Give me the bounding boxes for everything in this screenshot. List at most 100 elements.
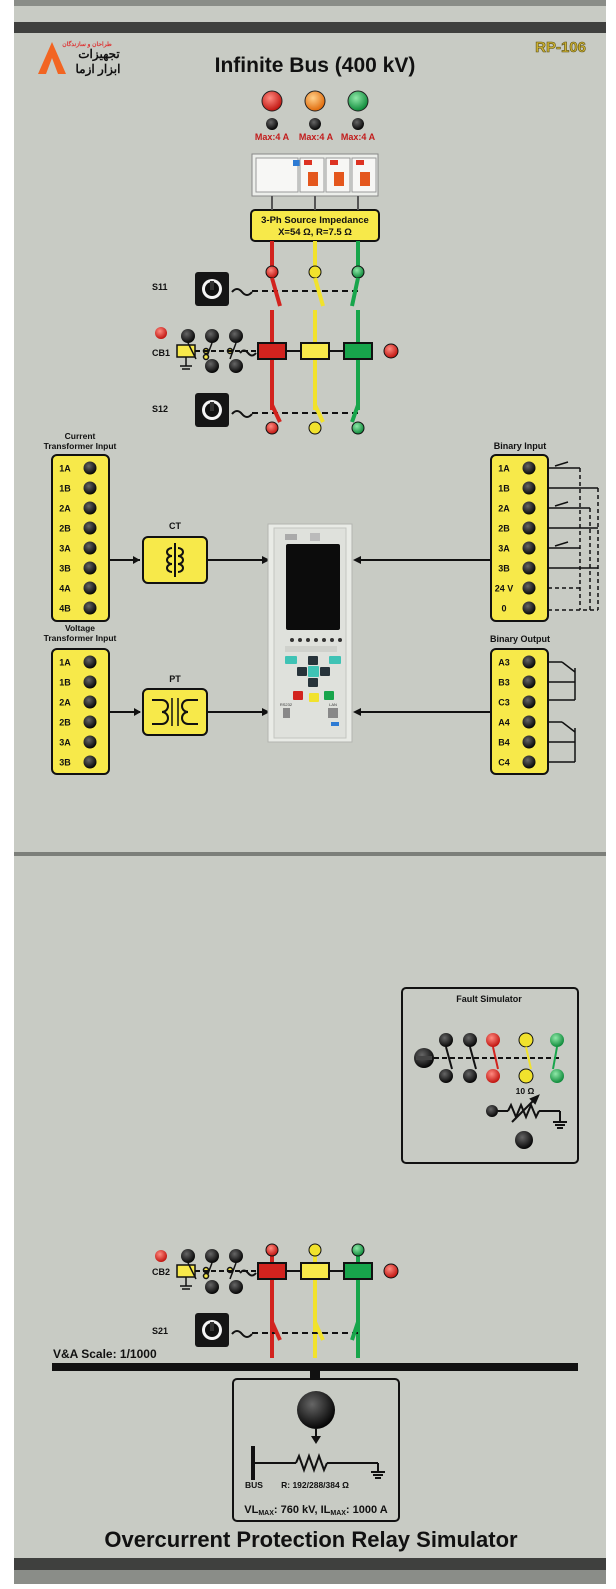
binary-input-block	[490, 454, 549, 622]
binary-output-terminal-socket[interactable]	[522, 755, 536, 769]
fault-selector-knob[interactable]	[414, 1048, 434, 1068]
s12-rotary-switch[interactable]	[195, 393, 229, 427]
cb2-pole-yellow[interactable]	[300, 1262, 330, 1280]
binary-output-terminal-socket[interactable]	[522, 695, 536, 709]
vt-terminal-socket[interactable]	[83, 695, 97, 709]
orange-lamp	[304, 90, 326, 112]
binary-input-terminal-label: 3A	[498, 544, 510, 554]
binary-output-terminal-socket[interactable]	[522, 655, 536, 669]
binary-output-terminal-socket[interactable]	[522, 675, 536, 689]
fault-resistor-knob[interactable]	[515, 1131, 533, 1149]
binary-input-terminal-label: 1B	[498, 484, 510, 494]
potential-transformer-icon	[142, 688, 208, 736]
binary-input-terminal-label: 0	[501, 604, 506, 614]
cb1-trip-terminal[interactable]	[383, 343, 399, 359]
load-selector-knob[interactable]	[297, 1391, 335, 1429]
vt-terminal-socket[interactable]	[83, 735, 97, 749]
panel-face	[14, 0, 606, 1584]
vt-terminal-socket[interactable]	[83, 675, 97, 689]
binary-output-terminal-label: A4	[498, 718, 510, 728]
vt-terminal-label: 3B	[59, 758, 71, 768]
pt-label: PT	[169, 674, 181, 684]
fault-resistor-value: 10 Ω	[516, 1086, 535, 1096]
cb2-trip-terminal[interactable]	[383, 1263, 399, 1279]
green-lamp	[347, 90, 369, 112]
ct-terminal-label: 1A	[59, 464, 71, 474]
fuse-rating-2: Max:4 A	[299, 132, 334, 142]
cb2-pole-red[interactable]	[257, 1262, 287, 1280]
impedance-title: 3-Ph Source Impedance	[261, 215, 369, 226]
vt-terminal-socket[interactable]	[83, 715, 97, 729]
binary-output-terminal-socket[interactable]	[522, 735, 536, 749]
binary-input-terminal-socket[interactable]	[522, 561, 536, 575]
ct-terminal-label: 3B	[59, 564, 71, 574]
binary-input-terminal-socket[interactable]	[522, 481, 536, 495]
fault-variable-resistor[interactable]	[486, 1094, 567, 1129]
ct-terminal-socket[interactable]	[83, 521, 97, 535]
cb2-top-terminals[interactable]	[265, 1243, 365, 1257]
ct-terminal-socket[interactable]	[83, 581, 97, 595]
cb2-aux-terminal[interactable]	[155, 1250, 167, 1262]
s11-terminals[interactable]	[265, 265, 365, 279]
binary-output-terminal-label: B3	[498, 678, 510, 688]
red-lamp	[261, 90, 283, 112]
binary-output-terminal-socket[interactable]	[522, 715, 536, 729]
relay-key-ok	[308, 666, 319, 677]
fuse-socket-green[interactable]	[352, 118, 364, 130]
company-tagline: طراحان و سازندگان	[62, 40, 112, 48]
impedance-value: X=54 Ω, R=7.5 Ω	[278, 227, 352, 238]
fuse-rating-1: Max:4 A	[255, 132, 290, 142]
binary-input-terminal-socket[interactable]	[522, 581, 536, 595]
cb1-pole-red[interactable]	[257, 342, 287, 360]
cb2-label: CB2	[152, 1267, 170, 1277]
relay-key-esc	[285, 656, 297, 664]
ct-terminal-label: 4A	[59, 584, 71, 594]
protection-relay[interactable]: RS232 LAN	[267, 523, 353, 743]
vt-terminal-socket[interactable]	[83, 655, 97, 669]
ct-terminal-label: 3A	[59, 544, 71, 554]
binary-output-block	[490, 648, 549, 775]
binary-input-terminal-label: 3B	[498, 564, 510, 574]
bus-label: BUS	[245, 1480, 263, 1490]
ct-terminal-socket[interactable]	[83, 481, 97, 495]
binary-input-title: Binary Input	[494, 441, 547, 451]
binary-input-terminal-socket[interactable]	[522, 601, 536, 615]
ct-terminal-socket[interactable]	[83, 501, 97, 515]
s12-label: S12	[152, 404, 168, 414]
miniature-circuit-breakers[interactable]	[251, 153, 379, 197]
ct-terminal-label: 2A	[59, 504, 71, 514]
cb1-pole-yellow[interactable]	[300, 342, 330, 360]
binary-input-terminal-socket[interactable]	[522, 461, 536, 475]
cb1-aux-contacts[interactable]	[181, 329, 243, 373]
cb1-aux-terminal[interactable]	[155, 327, 167, 339]
phase-lamps	[261, 90, 369, 112]
ct-terminal-socket[interactable]	[83, 561, 97, 575]
vt-terminal-socket[interactable]	[83, 755, 97, 769]
ct-terminal-socket[interactable]	[83, 461, 97, 475]
vt-terminal-label: 2B	[59, 718, 71, 728]
cb2-aux-contacts[interactable]	[181, 1249, 243, 1294]
s12-terminals[interactable]	[265, 421, 365, 435]
binary-input-terminal-label: 2B	[498, 524, 510, 534]
cb1-pole-green[interactable]	[343, 342, 373, 360]
company-name-line1: تجهیزات	[78, 47, 120, 62]
ct-terminal-socket[interactable]	[83, 601, 97, 615]
binary-input-terminal-socket[interactable]	[522, 541, 536, 555]
ct-terminal-block	[51, 454, 110, 622]
relay-display	[286, 544, 340, 630]
fuse-socket-red[interactable]	[266, 118, 278, 130]
binary-input-wiring	[548, 461, 599, 611]
binary-input-terminal-socket[interactable]	[522, 501, 536, 515]
binary-output-title: Binary Output	[490, 634, 550, 644]
cb2-pole-green[interactable]	[343, 1262, 373, 1280]
s21-rotary-switch[interactable]	[195, 1313, 229, 1347]
ct-terminal-socket[interactable]	[83, 541, 97, 555]
s11-rotary-switch[interactable]	[195, 272, 229, 306]
vt-terminal-label: 2A	[59, 698, 71, 708]
relay-key-fn	[309, 693, 319, 702]
binary-input-terminal-socket[interactable]	[522, 521, 536, 535]
load-variable-resistor	[251, 1446, 385, 1480]
binary-input-terminal-label: 2A	[498, 504, 510, 514]
fuse-socket-yellow[interactable]	[309, 118, 321, 130]
relay-key-down	[308, 678, 318, 687]
